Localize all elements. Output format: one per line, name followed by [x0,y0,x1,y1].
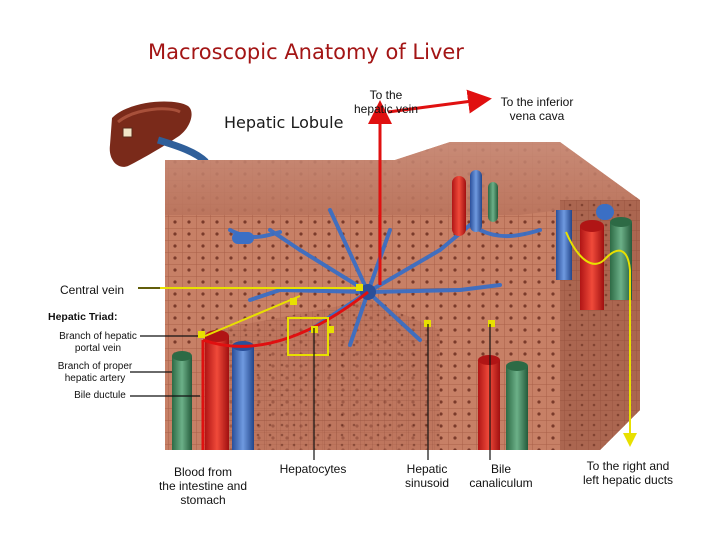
label-hepatic-triad: Hepatic Triad: [48,311,118,323]
liver-thumbnail [109,101,192,167]
label-portal-vein: Branch of hepatic portal vein [59,331,137,354]
top-vessels [232,170,614,244]
right-face-vessels [556,210,632,310]
zoom-arrow [156,136,209,165]
label-bile-ductule: Bile ductule [74,390,126,401]
front-triad-left [172,330,254,450]
hepatic-lobule-label: Hepatic Lobule [224,113,344,132]
label-hepatic-artery: Branch of proper hepatic artery [57,361,133,384]
page-title: Macroscopic Anatomy of Liver [148,40,464,64]
label-hepatocytes: Hepatocytes [279,462,347,476]
label-to-ivc: To the inferior vena cava [500,95,574,123]
front-triad-right [478,355,528,450]
label-sinusoid: Hepatic sinusoid [404,462,450,490]
label-central-vein: Central vein [60,283,125,297]
label-leaders [130,287,491,460]
label-blood-from: Blood from the intestine and stomach [158,465,248,507]
yellow-pointers [138,231,637,447]
label-to-hepatic-vein: To the hepatic vein [353,88,419,116]
label-hepatic-ducts: To the right and left hepatic ducts [582,459,674,487]
label-canaliculum: Bile canaliculum [469,462,533,490]
